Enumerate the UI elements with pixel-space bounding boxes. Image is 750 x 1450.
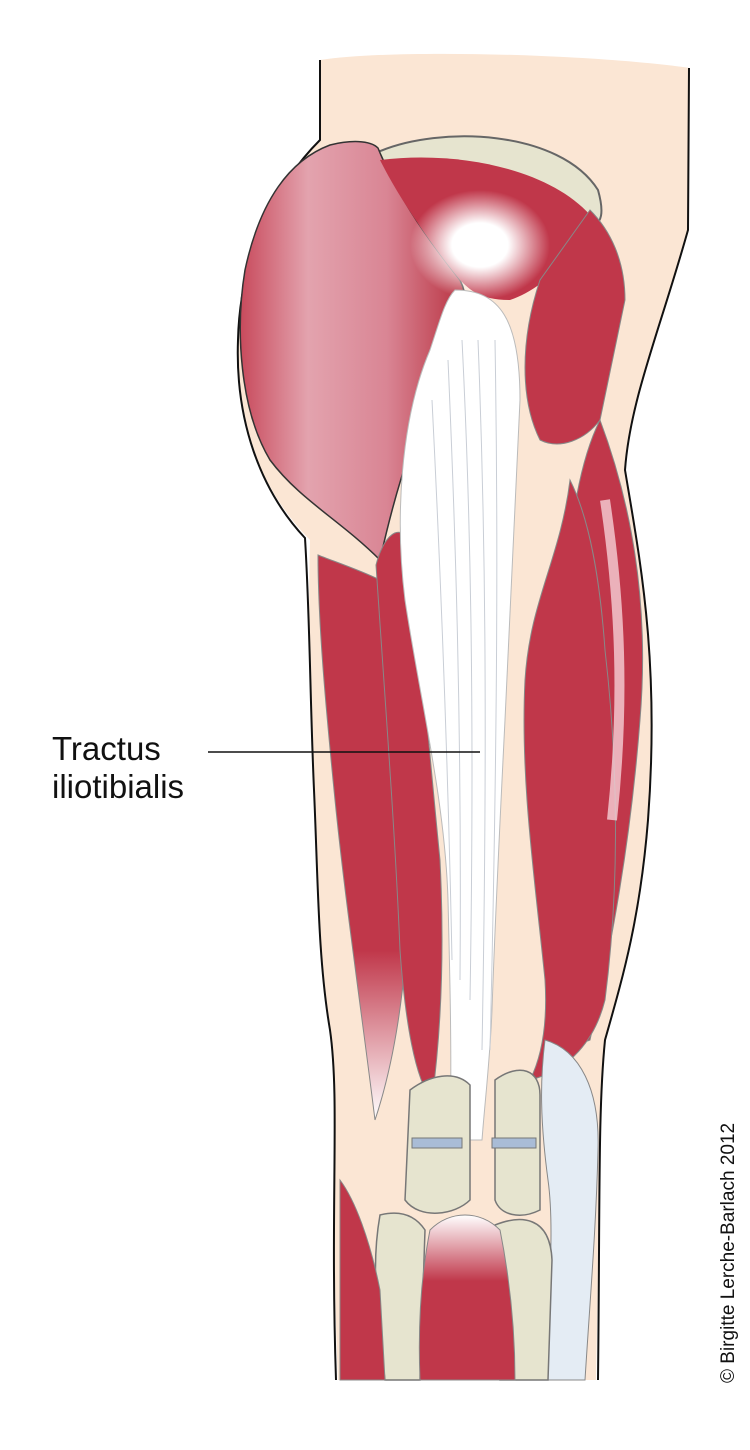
gastrocnemius	[418, 1214, 516, 1381]
iliotibial-tract	[399, 289, 521, 1141]
light-highlight-right	[600, 499, 625, 821]
label-tractus-iliotibialis: Tractus iliotibialis	[52, 730, 184, 806]
itb-fibers	[431, 339, 498, 1051]
label-line-2: iliotibialis	[52, 768, 185, 805]
label-line-1: Tractus	[52, 730, 161, 767]
meniscus-left	[411, 1137, 463, 1149]
skin-edge-right	[597, 67, 690, 1381]
meniscus-right	[491, 1137, 537, 1149]
patellar-ligament	[541, 1039, 599, 1381]
peroneus	[339, 1178, 386, 1381]
vastus-lateralis-upper	[524, 209, 626, 445]
copyright-notice: © Birgitte Lerche-Barlach 2012	[718, 1122, 739, 1383]
